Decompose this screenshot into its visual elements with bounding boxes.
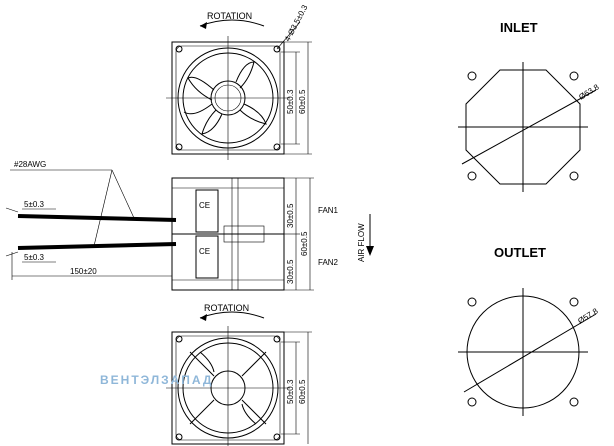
top-rotation-label: ROTATION	[207, 11, 252, 21]
dim-total-depth: 60±0.5	[300, 231, 309, 256]
outlet-title: OUTLET	[494, 245, 546, 260]
top-fan-front-view: ROTATION 4-Ø3.5±0.3 50±0.3 60±0.5	[166, 3, 312, 160]
inlet-diameter-line	[461, 89, 597, 165]
rotation-arrowhead-top	[200, 22, 207, 29]
outlet-view: OUTLET Ø57.8	[458, 245, 600, 416]
bottom-fan-rear-view: ROTATION 50±0.3 60±0.5	[166, 303, 312, 446]
wire-top	[17, 214, 177, 222]
top-fan-hole-tl	[175, 45, 183, 53]
side-view: CE CE #28AWG 5±0.3 5±0.3 150±20 30±0.5 3…	[5, 160, 374, 291]
holes-leader	[276, 21, 301, 50]
top-fan-hole-bl	[175, 143, 183, 151]
watermark-text: ВЕНТЭЛЗАПАД	[100, 373, 213, 387]
side-label-fan1	[195, 189, 219, 233]
bottom-fan-struts	[189, 351, 267, 425]
fan1-label: FAN1	[318, 206, 339, 215]
dim-fan2-depth: 30±0.5	[286, 259, 295, 284]
rotation-arrowhead-bottom	[200, 314, 207, 321]
top-fan-blades	[183, 61, 267, 135]
strip-bottom-label: 5±0.3	[24, 253, 45, 262]
bottom-dim-inner: 50±0.3	[286, 379, 295, 404]
top-holes-label: 4-Ø3.5±0.3	[283, 3, 310, 43]
air-flow-label: AIR FLOW	[357, 223, 366, 262]
outlet-diameter-line	[463, 313, 597, 393]
air-flow-arrowhead	[366, 246, 374, 256]
inlet-octagon	[465, 69, 581, 185]
top-dim-inner: 50±0.3	[286, 89, 295, 114]
side-label-fan2	[195, 235, 219, 279]
wire-bottom	[17, 242, 177, 250]
inlet-diameter-label: Ø63.8	[577, 82, 601, 101]
inlet-title: INLET	[500, 20, 538, 35]
lead-length-label: 150±20	[70, 267, 97, 276]
fan2-label: FAN2	[318, 258, 339, 267]
top-fan-hole-br	[273, 143, 281, 151]
top-fan-hole-tr	[273, 45, 281, 53]
outlet-diameter-label: Ø57.8	[576, 306, 600, 325]
inlet-view: INLET Ø63.8	[458, 20, 601, 192]
top-dim-outer: 60±0.5	[298, 89, 307, 114]
wire-gauge-label: #28AWG	[14, 160, 46, 169]
bottom-rotation-label: ROTATION	[204, 303, 249, 313]
dim-fan1-depth: 30±0.5	[286, 203, 295, 228]
svg-text:CE: CE	[199, 247, 210, 256]
svg-text:CE: CE	[199, 201, 210, 210]
strip-top-label: 5±0.3	[24, 200, 45, 209]
side-motor	[223, 225, 265, 243]
bottom-dim-outer: 60±0.5	[298, 379, 307, 404]
